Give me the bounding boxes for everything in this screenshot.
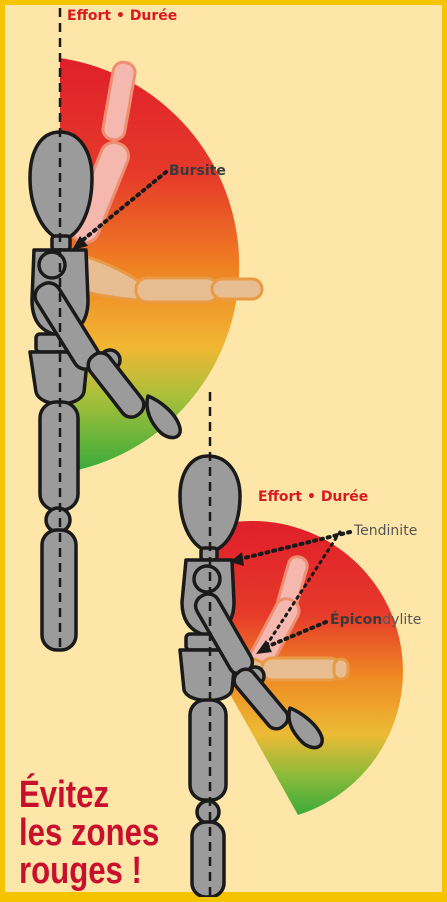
effort-duration-label-bottom: Effort • Durée [258,489,368,505]
shoulder [194,566,220,592]
warning-tagline: Évitez les zones rouges ! [19,776,167,890]
tagline-line-2: les zones [19,814,167,852]
epicondylite-label-bold: Épicon [330,612,382,628]
bursite-label: Bursite [169,163,226,179]
effort-duration-label-top: Effort • Durée [67,8,177,24]
shin [192,822,224,897]
epicondylite-label-rest: dylite [382,612,421,628]
tagline-line-3: rouges ! [19,852,167,890]
tendinite-label: Tendinite [354,523,417,539]
knee [197,801,219,823]
tagline-line-1: Évitez [19,776,167,814]
thigh [190,700,226,800]
epicondylite-label: Épicondylite [330,612,421,628]
